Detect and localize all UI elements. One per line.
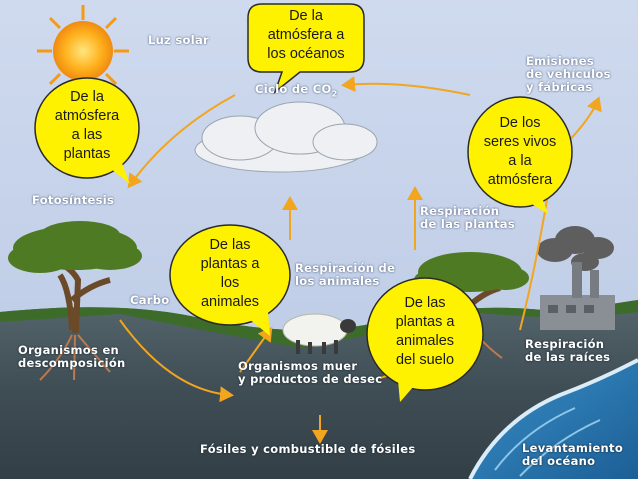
bubble-text-plantas-suelo: De las plantas a animales del suelo [374, 294, 476, 370]
bubble-line: De los [499, 115, 541, 131]
bubble-line: De las [404, 295, 446, 311]
arrow-animals [239, 326, 273, 373]
ocean-waves [494, 407, 601, 477]
bubble-line: atmósfera [54, 108, 120, 124]
bubble-text-atm-oceanos: De la atmósfera a los océanos [250, 7, 362, 64]
cloud-icon [194, 101, 378, 173]
bubble-plantas-animales-tail [248, 312, 270, 336]
bubble-plantas-suelo-tail [398, 380, 414, 402]
bubble-plantas-animales [169, 224, 291, 326]
shoreline [468, 358, 638, 479]
arrow-emissions-to-cycle [341, 76, 471, 96]
bubble-atm-plantas-tail [110, 158, 130, 184]
bubble-line: los océanos [267, 46, 345, 62]
bubble-line: De la [70, 89, 104, 105]
label-resp-plantas: Respiración de las plantas [420, 204, 516, 231]
bubble-line: plantas a [395, 314, 455, 330]
tree-left-icon [8, 221, 142, 381]
bubble-line: De la [289, 8, 323, 24]
sheep-icon [282, 313, 356, 354]
label-resp-animales: Respiración de los animales [295, 261, 396, 288]
smoke-icon [537, 226, 614, 271]
label-org-descomp: Organismos en descomposición [18, 343, 126, 370]
label-levantamiento: Levantamiento del océano [522, 441, 624, 468]
bubble-text-atm-plantas: De la atmósfera a las plantas [40, 88, 134, 164]
label-fosiles: Fósiles y combustible de fósiles [200, 442, 416, 456]
label-fotosintesis: Fotosíntesis [32, 193, 115, 207]
bubble-line: plantas a [200, 256, 260, 272]
bubble-seres-atm-tail [522, 192, 548, 214]
bubble-line: De las [209, 237, 251, 253]
bubble-atm-oceanos [247, 3, 365, 95]
arrow-atmosphere-to-plants [127, 94, 236, 189]
factory-icon [540, 262, 615, 330]
bubble-line: animales [200, 294, 260, 310]
bubble-line: del suelo [395, 352, 455, 368]
label-ciclo-co2-text: Ciclo de CO [255, 82, 332, 96]
bubble-seres-atm [467, 96, 573, 208]
bubble-line: a la [508, 153, 532, 169]
label-resp-raices: Respiración de las raíces [525, 337, 611, 364]
arrow-decomposition [119, 319, 234, 403]
bubble-text-plantas-animales: De las plantas a los animales [178, 236, 282, 312]
bubble-line: atmósfera a [267, 27, 345, 43]
label-ciclo-co2: Ciclo de CO2 [255, 83, 337, 100]
bubble-line: animales [395, 333, 455, 349]
label-emisiones: Emisiones de vehículos y fábricas [526, 54, 611, 94]
label-luz-solar: Luz solar [148, 33, 210, 47]
label-ciclo-co2-sub: 2 [331, 89, 338, 99]
bubble-line: plantas [63, 146, 111, 162]
label-org-muertos: Organismos muer y productos de desec [238, 359, 383, 386]
bubble-line: los [220, 275, 240, 291]
bubble-plantas-suelo [366, 277, 484, 391]
label-carbono: Carbo [130, 293, 170, 307]
bubble-line: a las [71, 127, 103, 143]
bubble-line: seres vivos [483, 134, 557, 150]
bubble-atm-plantas [34, 77, 140, 179]
bubble-line: atmósfera [487, 172, 553, 188]
bubble-text-seres-atm: De los seres vivos a la atmósfera [472, 114, 568, 190]
